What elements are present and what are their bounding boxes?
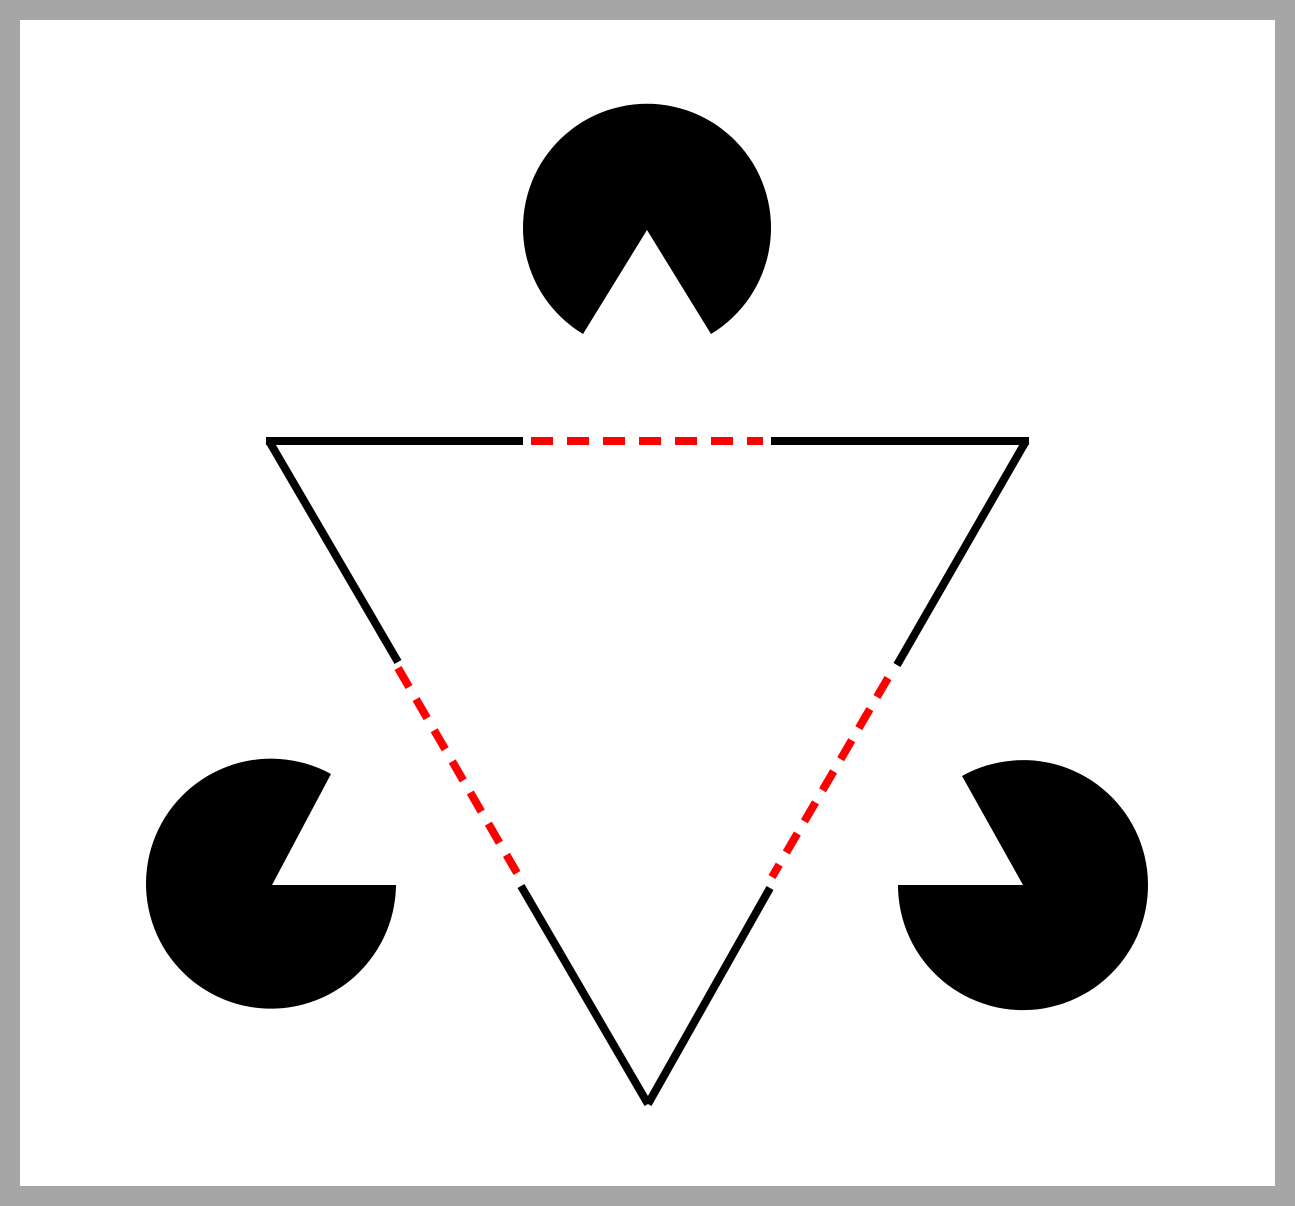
triangle-right-upper-segment: [893, 439, 1030, 667]
triangle-right-lower-segment: [644, 886, 774, 1106]
triangle-left-upper-segment: [265, 438, 402, 665]
bottom-right-pacman-inducer: [897, 760, 1148, 1011]
inducers: [146, 103, 1148, 1011]
outline-triangle: [265, 437, 1030, 1107]
triangle-left-lower-segment: [517, 883, 652, 1107]
bottom-left-pacman-inducer: [146, 758, 396, 1009]
top-pacman-inducer: [523, 103, 771, 334]
illusion-canvas: [20, 20, 1275, 1186]
right-gap-dashed-line: [768, 675, 892, 880]
kanizsa-triangle-diagram: [146, 103, 1148, 1107]
illusory-contour-gaps: [394, 437, 892, 880]
left-gap-dashed-line: [394, 665, 521, 876]
